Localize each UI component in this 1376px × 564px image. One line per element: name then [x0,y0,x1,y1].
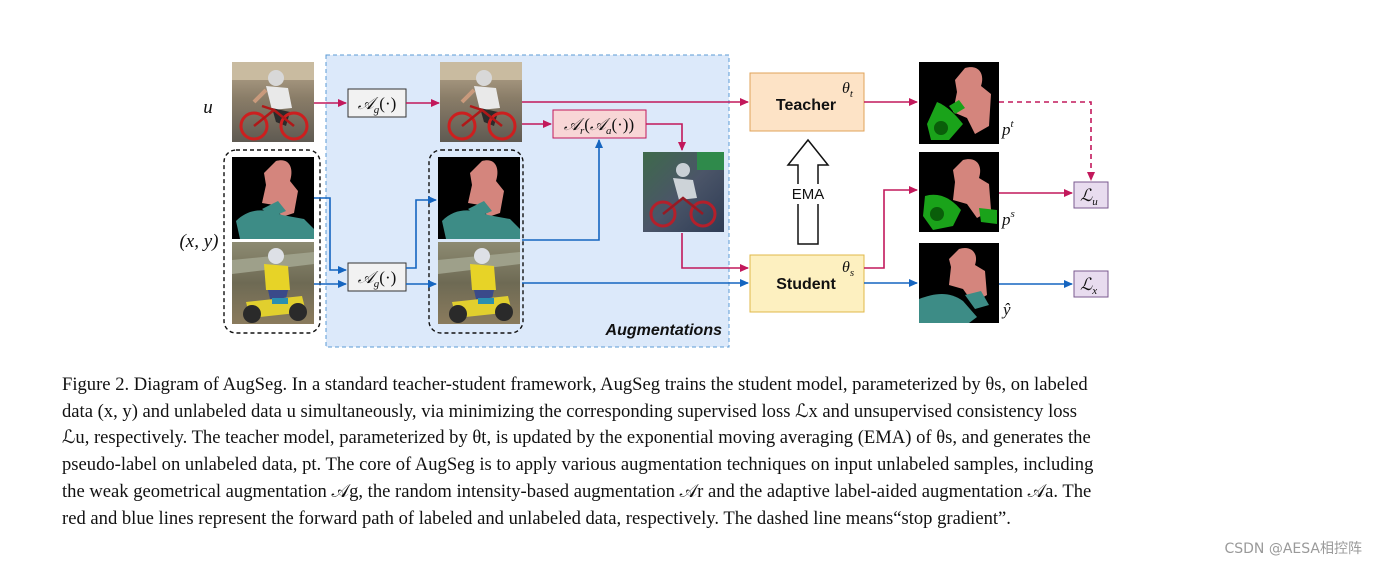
student-label: Student [776,276,836,293]
weak-aug-op-bottom [347,262,407,292]
caption-line: red and blue lines represent the forward… [62,507,1011,529]
unlabeled-path [314,98,1095,272]
caption-line: pseudo-label on unlabeled data, pt. The … [62,454,1094,476]
weak-aug-labeled-group [428,149,524,334]
ground-truth-mask [919,243,999,323]
ema-label: EMA [792,186,825,203]
student-box [749,254,865,313]
labeled-pair-group [223,149,321,334]
caption-line: data (x, y) and unlabeled data u simulta… [62,400,1078,422]
label-xy: (x, y) [179,231,218,252]
teacher-label: Teacher [776,97,836,114]
input-labeled-image [232,242,314,324]
augseg-diagram: Augmentations u (x, y) pt ps ŷ 𝒜g(·) 𝒜g(… [179,54,1109,348]
watermark: CSDN @AESA相控阵 [1224,541,1362,557]
loss-unsupervised-box [1073,181,1109,209]
strong-aug-image [643,152,724,232]
label-pt: pt [1001,118,1015,139]
caption-line: the weak geometrical augmentation 𝒜g, th… [62,480,1092,502]
augmentations-label: Augmentations [605,322,723,339]
input-label-mask [232,157,314,239]
label-ps: ps [1001,208,1015,229]
strong-aug-op [552,109,647,139]
teacher-pseudo-label [919,62,999,144]
teacher-param: θt [842,80,854,100]
weak-aug-op-top [347,88,407,118]
weak-aug-op-bottom-label: 𝒜g(·) [358,268,397,290]
label-yhat: ŷ [1001,300,1011,319]
loss-supervised-box [1073,270,1109,298]
weak-aug-unlabeled-image [438,60,524,144]
caption-line: Figure 2. Diagram of AugSeg. In a standa… [62,374,1088,395]
weak-aug-op-top-label: 𝒜g(·) [358,94,397,116]
student-prediction [919,152,999,232]
weak-aug-label-mask [438,157,520,239]
strong-aug-op-label: 𝒜r(𝒜a(·)) [564,115,634,137]
figure-caption: Figure 2. Diagram of AugSeg. In a standa… [62,372,1274,532]
weak-aug-labeled-image [438,242,520,324]
label-u: u [203,97,213,118]
input-unlabeled-image [230,60,316,144]
caption-line: ℒu, respectively. The teacher model, par… [62,427,1091,449]
labeled-path [314,139,1073,288]
teacher-box [749,72,865,132]
